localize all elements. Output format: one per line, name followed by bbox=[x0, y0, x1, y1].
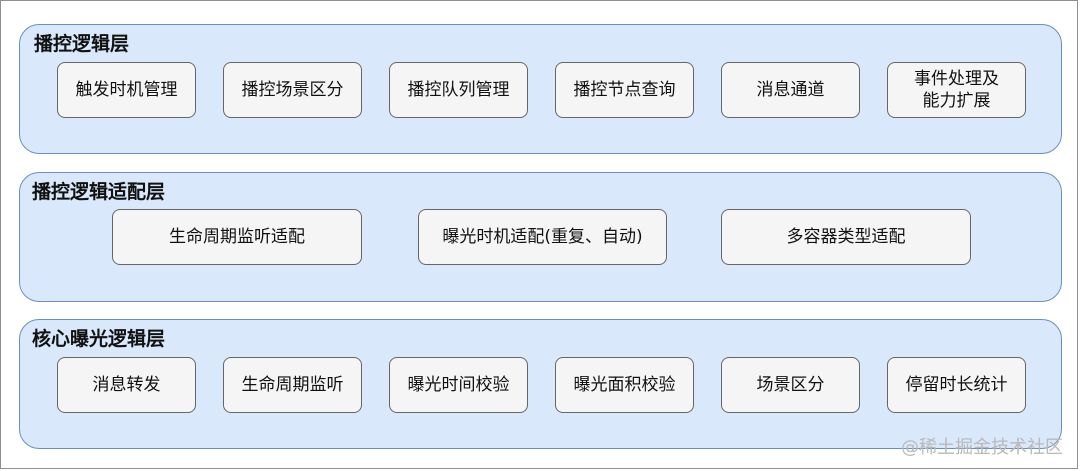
module-playback-queue-management: 播控队列管理 bbox=[389, 62, 528, 118]
module-playback-node-query: 播控节点查询 bbox=[555, 62, 694, 118]
layer-playback-control-adaptation: 播控逻辑适配层 生命周期监听适配 曝光时机适配(重复、自动) 多容器类型适配 bbox=[19, 172, 1062, 302]
module-message-channel: 消息通道 bbox=[721, 62, 860, 118]
module-lifecycle-listener-adaptation: 生命周期监听适配 bbox=[112, 209, 362, 265]
module-exposure-area-validation: 曝光面积校验 bbox=[555, 357, 694, 413]
watermark-text: @稀土掘金技术社区 bbox=[901, 437, 1063, 458]
module-exposure-timing-adaptation: 曝光时机适配(重复、自动) bbox=[418, 209, 667, 265]
module-multi-container-type-adaptation: 多容器类型适配 bbox=[721, 209, 971, 265]
layer-core-exposure-logic: 核心曝光逻辑层 消息转发 生命周期监听 曝光时间校验 曝光面积校验 场景区分 停… bbox=[19, 319, 1062, 449]
module-playback-scene-distinction: 播控场景区分 bbox=[223, 62, 362, 118]
module-event-handling-capability-extension: 事件处理及 能力扩展 bbox=[887, 62, 1026, 118]
module-trigger-timing-management: 触发时机管理 bbox=[57, 62, 196, 118]
module-dwell-time-statistics: 停留时长统计 bbox=[887, 357, 1026, 413]
layer-title-core-exposure-logic: 核心曝光逻辑层 bbox=[32, 328, 166, 350]
layer-title-playback-control-adaptation: 播控逻辑适配层 bbox=[32, 181, 166, 203]
module-exposure-time-validation: 曝光时间校验 bbox=[389, 357, 528, 413]
module-scene-distinction: 场景区分 bbox=[721, 357, 860, 413]
module-lifecycle-listener: 生命周期监听 bbox=[223, 357, 362, 413]
layer-playback-control-logic: 播控逻辑层 触发时机管理 播控场景区分 播控队列管理 播控节点查询 消息通道 事… bbox=[19, 24, 1062, 154]
layer-title-playback-control-logic: 播控逻辑层 bbox=[34, 33, 130, 55]
module-message-forwarding: 消息转发 bbox=[57, 357, 196, 413]
